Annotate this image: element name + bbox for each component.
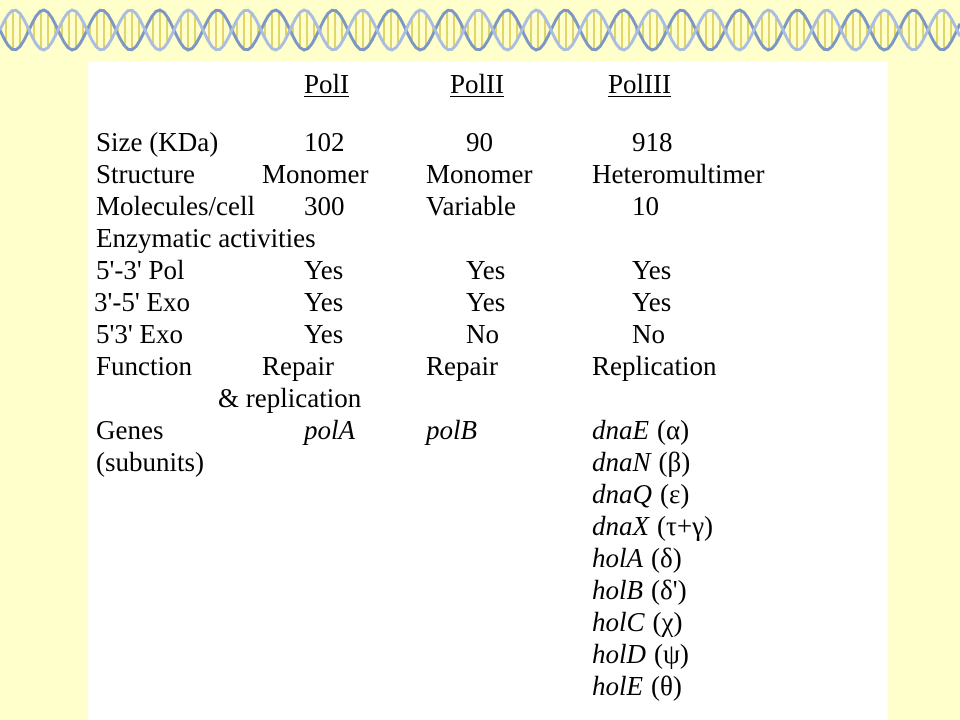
exo35-pol1: Yes bbox=[304, 287, 344, 317]
molecules-pol2: Variable bbox=[426, 191, 516, 221]
label-enzymatic: Enzymatic activities bbox=[96, 223, 316, 253]
size-pol1: 102 bbox=[304, 127, 345, 157]
label-function: Function bbox=[96, 351, 193, 381]
pol3-gene-entry: holA (δ) bbox=[592, 542, 682, 574]
pol3-gene-entry: holC(χ) bbox=[592, 606, 682, 638]
pol3-gene-name: dnaX bbox=[592, 511, 649, 541]
label-genes: Genes bbox=[96, 415, 164, 445]
pol3-gene-name: dnaQ bbox=[592, 479, 652, 509]
pol3-gene-name: dnaN bbox=[592, 447, 651, 477]
header-pol3: PolIII bbox=[608, 69, 671, 99]
label-subunits: (subunits) bbox=[96, 447, 204, 477]
pol3-gene-entry: holE (θ) bbox=[592, 670, 682, 702]
structure-pol2: Monomer bbox=[426, 159, 533, 189]
pol53-pol3: Yes bbox=[632, 255, 672, 285]
structure-pol3: Heteromultimer bbox=[592, 159, 765, 189]
pol3-subunit-symbol: (δ') bbox=[651, 575, 687, 605]
pol3-gene-entry: dnaX (τ+γ) bbox=[592, 510, 713, 542]
pol3-subunit-symbol: (χ) bbox=[652, 607, 683, 637]
dna-helix-banner bbox=[0, 8, 960, 52]
pol3-gene-entry: holD (ψ) bbox=[592, 638, 689, 670]
pol53-pol2: Yes bbox=[466, 255, 506, 285]
pol3-subunit-symbol: (τ+γ) bbox=[657, 511, 713, 541]
pol3-gene-name: holE bbox=[592, 671, 643, 701]
pol3-gene-entry: dnaN(β) bbox=[592, 446, 690, 478]
function-pol1-continued: & replication bbox=[218, 383, 362, 413]
header-pol2: PolII bbox=[450, 69, 504, 99]
pol3-subunit-symbol: (β) bbox=[658, 447, 691, 477]
pol3-gene-name: holB bbox=[592, 575, 643, 605]
pol3-gene-name: holD bbox=[592, 639, 646, 669]
molecules-pol1: 300 bbox=[304, 191, 345, 221]
pol3-gene-name: holC bbox=[592, 607, 645, 637]
pol3-gene-entry: holB (δ') bbox=[592, 574, 687, 606]
pol3-subunit-symbol: (ε) bbox=[660, 479, 690, 509]
pol3-subunit-symbol: (δ) bbox=[651, 543, 682, 573]
polymerase-table: PolI PolII PolIII Size (KDa) 102 90 918 … bbox=[88, 62, 888, 720]
genes-pol2: polB bbox=[426, 415, 477, 445]
function-pol2: Repair bbox=[426, 351, 498, 381]
label-exo53: 5'3' Exo bbox=[96, 319, 183, 349]
pol53-pol1: Yes bbox=[304, 255, 344, 285]
pol3-subunit-symbol: (ψ) bbox=[654, 639, 689, 669]
pol3-subunit-symbol: (θ) bbox=[651, 671, 682, 701]
exo53-pol1: Yes bbox=[304, 319, 344, 349]
size-pol2: 90 bbox=[466, 127, 493, 157]
pol3-gene-entry: dnaE (α) bbox=[592, 414, 689, 446]
genes-pol1: polA bbox=[304, 415, 355, 445]
label-size: Size (KDa) bbox=[96, 127, 219, 157]
pol3-subunit-symbol: (α) bbox=[657, 415, 690, 445]
function-pol3: Replication bbox=[592, 351, 717, 381]
label-molecules: Molecules/cell bbox=[96, 191, 255, 221]
pol3-gene-entry: dnaQ (ε) bbox=[592, 478, 689, 510]
label-structure: Structure bbox=[96, 159, 195, 189]
molecules-pol3: 10 bbox=[632, 191, 659, 221]
size-pol3: 918 bbox=[632, 127, 673, 157]
header-pol1: PolI bbox=[304, 69, 350, 99]
function-pol1: Repair bbox=[262, 351, 334, 381]
exo53-pol3: No bbox=[632, 319, 665, 349]
exo53-pol2: No bbox=[466, 319, 499, 349]
structure-pol1: Monomer bbox=[262, 159, 369, 189]
label-exo35: 3'-5' Exo bbox=[94, 287, 190, 317]
exo35-pol2: Yes bbox=[466, 287, 506, 317]
pol3-gene-name: holA bbox=[592, 543, 643, 573]
label-pol53: 5'-3' Pol bbox=[96, 255, 185, 285]
exo35-pol3: Yes bbox=[632, 287, 672, 317]
pol3-gene-name: dnaE bbox=[592, 415, 649, 445]
